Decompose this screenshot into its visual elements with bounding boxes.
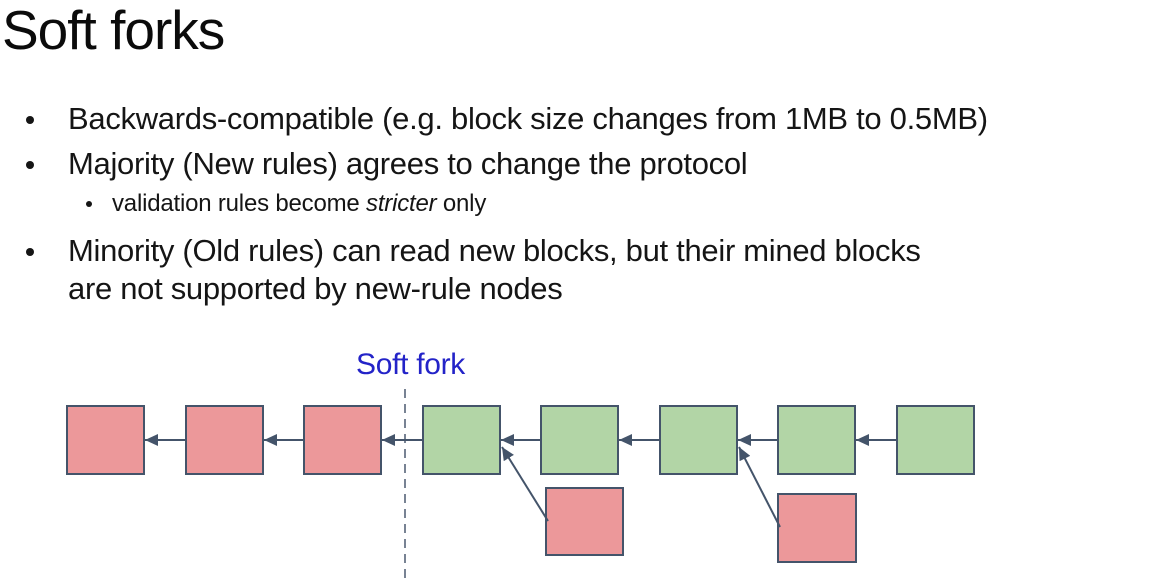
orphan-link-arrow (738, 446, 781, 528)
chain-block-new-4 (777, 405, 856, 475)
chain-block-new-5 (896, 405, 975, 475)
bullet-text-line: Majority (New rules) agrees to change th… (68, 145, 1175, 183)
bullet-item-level-1: Majority (New rules) agrees to change th… (0, 145, 1175, 183)
text-run: only (436, 190, 487, 217)
text-run: are not supported by new-rule nodes (68, 271, 563, 306)
bullet-marker (26, 248, 34, 256)
bullet-text-line: validation rules become stricter only (112, 189, 1175, 219)
bullet-item-level-1: Backwards-compatible (e.g. block size ch… (0, 100, 1175, 138)
orphan-block-orphan-2 (777, 493, 857, 563)
bullet-text-line: Minority (Old rules) can read new blocks… (68, 232, 1175, 270)
bullet-text-line: are not supported by new-rule nodes (68, 270, 1175, 308)
bullet-item-level-2: validation rules become stricter only (0, 189, 1175, 219)
chain-block-new-1 (422, 405, 501, 475)
bullet-marker (26, 161, 34, 169)
chain-block-new-2 (540, 405, 619, 475)
slide-title: Soft forks (2, 0, 225, 61)
bullet-text-line: Backwards-compatible (e.g. block size ch… (68, 100, 1175, 138)
text-run: validation rules become (112, 190, 367, 217)
chain-block-old-1 (66, 405, 145, 475)
emphasis-text: stricter (366, 190, 437, 217)
text-run: Minority (Old rules) can read new blocks… (68, 233, 921, 268)
text-run: Backwards-compatible (e.g. block size ch… (68, 101, 988, 136)
bullet-list: Backwards-compatible (e.g. block size ch… (0, 96, 1175, 308)
text-run: Majority (New rules) agrees to change th… (68, 146, 748, 181)
chain-block-old-2 (185, 405, 264, 475)
chain-block-old-3 (303, 405, 382, 475)
bullet-item-level-1: Minority (Old rules) can read new blocks… (0, 232, 1175, 308)
bullet-marker (86, 201, 92, 207)
chain-block-new-3 (659, 405, 738, 475)
fork-label: Soft fork (356, 348, 466, 381)
orphan-link-arrow (501, 446, 549, 522)
orphan-block-orphan-1 (545, 487, 624, 556)
bullet-marker (26, 116, 34, 124)
